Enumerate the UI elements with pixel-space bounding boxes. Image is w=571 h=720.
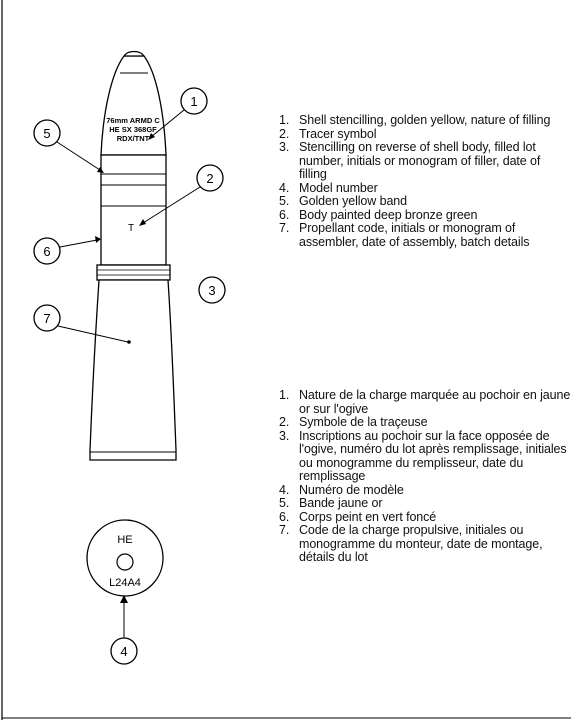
stencil-line-3: RDX/TNT: [117, 134, 150, 143]
primer-circle: [116, 553, 134, 571]
callout-label-5: 5: [43, 126, 50, 141]
leader-line-5: [56, 141, 101, 171]
arrowhead-5: [97, 167, 104, 173]
legend-en-item: 2.Tracer symbol: [279, 126, 377, 141]
callout-label-2: 2: [206, 171, 213, 186]
callout-label-1: 1: [190, 94, 197, 109]
shell-body: [100, 154, 167, 266]
base-marking-he: HE: [117, 534, 132, 546]
arrowhead-6: [95, 236, 101, 243]
legend-fr-item: 7.Code de la charge propulsive, initiale…: [279, 523, 543, 564]
leader-line-2: [142, 186, 201, 224]
legend-fr-item: 1.Nature de la charge marquée au pochoir…: [279, 388, 571, 416]
callout-circle-7: [33, 304, 61, 332]
callout-circle-2: [196, 164, 224, 192]
callout-label-6: 6: [43, 244, 50, 259]
legend-en-item: 5.Golden yellow band: [279, 194, 407, 208]
legend-fr-item: 3.Inscriptions au pochoir sur la face op…: [279, 428, 567, 483]
leader-line-1: [150, 109, 185, 138]
legend-en-item: 7.Propellant code, initials or monogram …: [279, 221, 530, 249]
leader-line-7: [57, 325, 129, 343]
callout-label-4: 4: [120, 644, 127, 659]
legend-french: 1.Nature de la charge marquée au pochoir…: [279, 388, 571, 565]
driving-band: [96, 264, 171, 281]
legend-fr-item: 4.Numéro de modèle: [279, 482, 404, 497]
base-marking-model: L24A4: [109, 577, 141, 589]
leader-line-6: [59, 239, 98, 248]
callout-circle-1: [180, 87, 208, 115]
legend-fr-item: 2.Symbole de la traçeuse: [279, 415, 428, 429]
legend-en-item: 4.Model number: [279, 180, 378, 195]
stencil-line-1: 76mm ARMD C: [106, 116, 160, 125]
legend-english: 1.Shell stencilling, golden yellow, natu…: [279, 113, 569, 249]
arrowhead-1: [148, 133, 155, 140]
legend-fr-item: 5.Bande jaune or: [279, 496, 383, 510]
legend-en-item: 6.Body painted deep bronze green: [279, 207, 478, 222]
legend-fr-item: 6.Corps peint en vert foncé: [279, 509, 437, 524]
legend-en-item: 1.Shell stencilling, golden yellow, natu…: [279, 113, 551, 127]
arrowhead-4: [120, 595, 128, 603]
cartridge-case: [89, 279, 177, 461]
ogive-tip: [122, 50, 146, 57]
callout-label-3: 3: [208, 283, 215, 298]
callout-label-7: 7: [43, 311, 50, 326]
callout-circle-3: [198, 276, 226, 304]
stencil-line-2: HE SX 368GF: [109, 125, 157, 134]
leader-dot-7: [127, 340, 131, 344]
arrowhead-2: [139, 219, 146, 226]
legend-en-item: 3.Stencilling on reverse of shell body, …: [279, 140, 541, 181]
callout-circle-5: [33, 119, 61, 147]
tracer-symbol: T: [128, 223, 134, 234]
callout-circle-6: [33, 237, 61, 265]
